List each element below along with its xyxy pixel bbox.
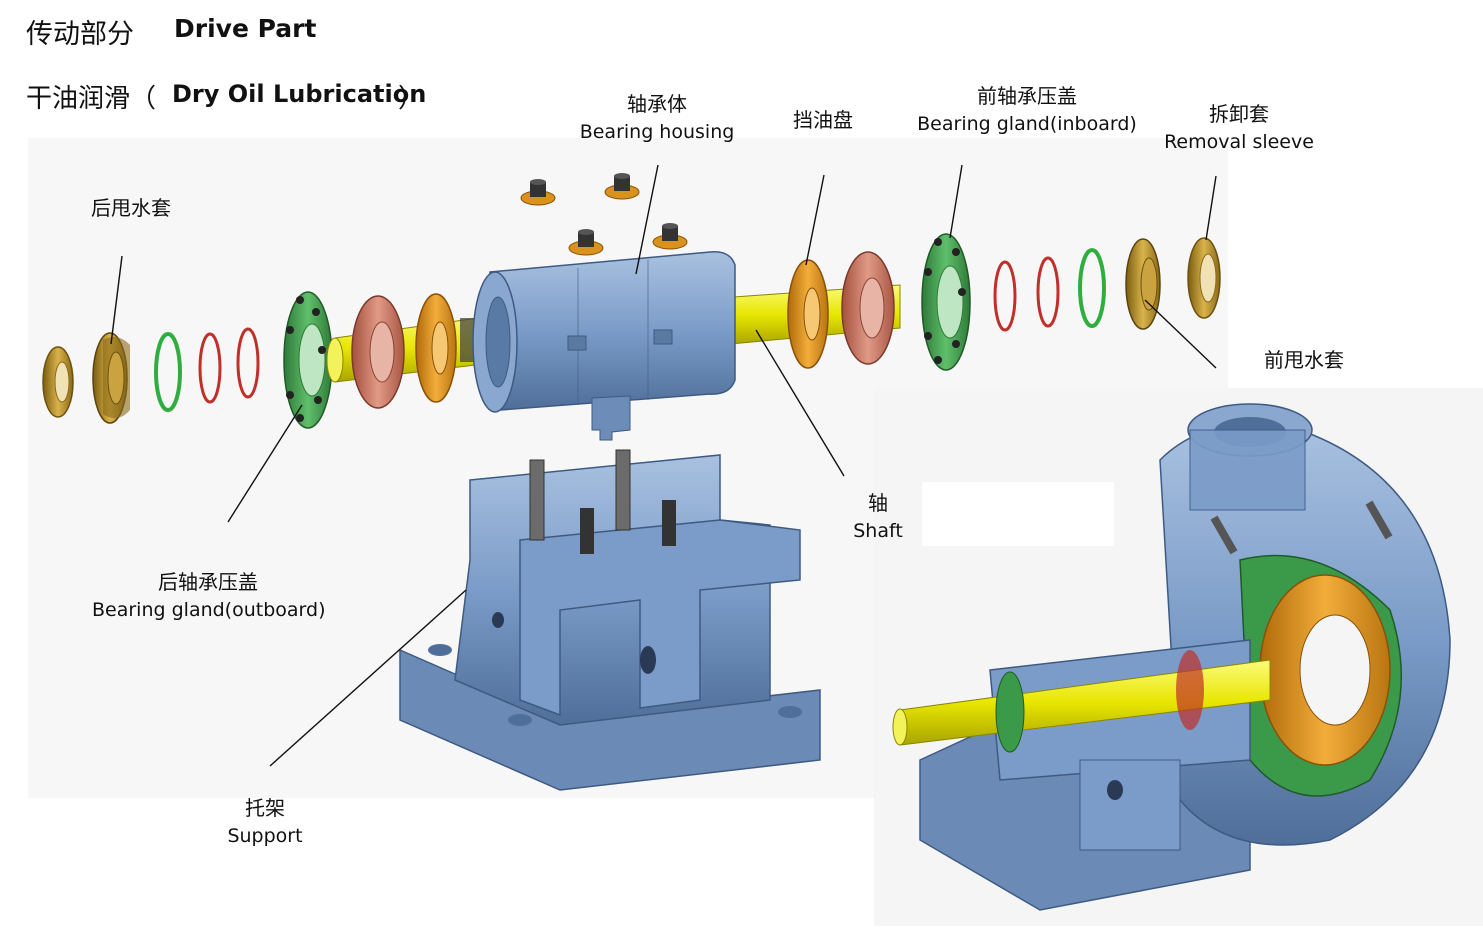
bearing-housing-part [472,251,736,441]
bearing-gland-inboard-part [921,233,971,371]
removal-sleeve-part [1187,237,1221,319]
label-shaft-cn: 轴 [868,491,888,515]
rear-o-ring-red-2 [236,327,260,399]
bearing-gland-outboard-part [283,291,333,429]
assembled-pump [892,403,1451,911]
rear-bearing-part [351,295,405,409]
leader-gland-outboard [227,404,303,523]
label-rear-water-sleeve-cn: 后甩水套 [91,196,171,220]
subtitle-english: Dry Oil Lubrication [172,80,427,108]
label-bearing-housing-cn: 轴承体 [627,92,687,116]
label-bearing-housing: 轴承体 Bearing housing [572,90,742,147]
label-bearing-housing-en: Bearing housing [579,121,735,143]
title-chinese: 传动部分 [26,19,134,50]
leader-gland-inboard [949,164,963,239]
label-oil-flinger: 挡油盘 [778,106,868,135]
label-front-water-sleeve: 前甩水套 [1252,346,1356,375]
leader-removal-sleeve [1205,175,1217,241]
label-rear-water-sleeve: 后甩水套 [80,194,182,223]
rear-oil-flinger-part [415,293,457,403]
title-english: Drive Part [174,14,317,43]
label-bearing-gland-outboard-cn: 后轴承压盖 [158,570,258,594]
leader-front-water-sleeve [1144,299,1217,369]
subtitle-chinese-close: ） [398,84,425,114]
front-oil-flinger-part [787,259,829,369]
white-patch [922,482,1114,546]
label-bearing-gland-outboard-en: Bearing gland(outboard) [92,599,326,621]
label-removal-sleeve: 拆卸套 Removal sleeve [1162,100,1316,157]
label-front-water-sleeve-cn: 前甩水套 [1264,348,1344,372]
label-bearing-gland-inboard-en: Bearing gland(inboard) [917,113,1137,135]
label-support-cn: 托架 [245,796,285,820]
support-part [399,449,821,791]
leader-oil-flinger [805,174,825,266]
housing-bolts [520,173,688,256]
label-oil-flinger-cn: 挡油盘 [793,108,853,132]
leader-shaft [755,329,845,477]
label-removal-sleeve-cn: 拆卸套 [1209,102,1269,126]
leader-lines [110,164,1217,767]
front-o-ring-red-2 [1036,256,1060,328]
rear-water-sleeve-part [92,332,130,424]
label-bearing-gland-inboard-cn: 前轴承压盖 [977,84,1077,108]
subtitle-chinese-open: 干油润滑（ [26,84,157,114]
rear-o-ring-red-1 [198,332,222,404]
leader-rear-water-sleeve [110,255,123,345]
front-bearing-part [841,251,895,365]
front-o-ring-green [1078,248,1106,328]
label-removal-sleeve-en: Removal sleeve [1164,131,1314,153]
label-support: 托架 Support [220,794,310,851]
leader-support [269,589,467,767]
front-o-ring-red-1 [993,260,1017,332]
front-water-sleeve-part [1125,238,1161,330]
label-bearing-gland-outboard: 后轴承压盖 Bearing gland(outboard) [92,568,326,625]
rear-nut [42,346,74,418]
rear-o-ring-green [154,332,182,412]
label-shaft: 轴 Shaft [840,489,916,546]
label-support-en: Support [227,825,303,847]
leader-bearing-housing [635,164,659,275]
label-bearing-gland-inboard: 前轴承压盖 Bearing gland(inboard) [916,82,1138,139]
label-shaft-en: Shaft [853,520,903,542]
